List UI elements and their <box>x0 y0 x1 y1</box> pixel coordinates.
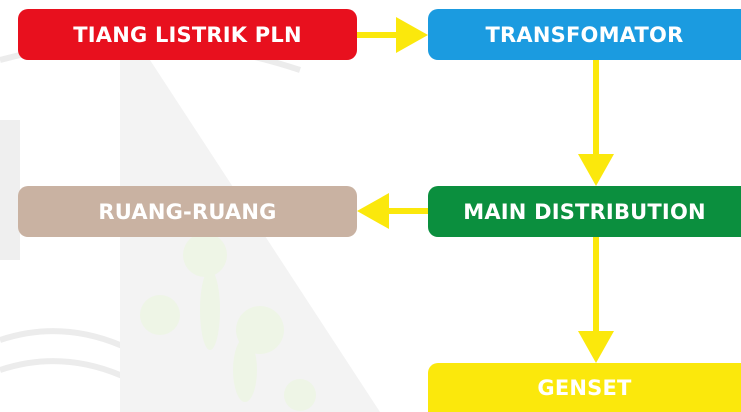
arrow-tiang-to-trafo <box>357 17 428 53</box>
arrow-head <box>578 331 614 363</box>
node-tiang-listrik-pln: TIANG LISTRIK PLN <box>18 9 357 60</box>
node-label: RUANG-RUANG <box>98 199 277 224</box>
arrow-head <box>578 154 614 186</box>
node-label: TIANG LISTRIK PLN <box>73 22 302 47</box>
node-label: GENSET <box>537 375 632 400</box>
arrow-head <box>357 193 389 229</box>
arrow-head <box>396 17 428 53</box>
node-main-distribution: MAIN DISTRIBUTION <box>428 186 741 237</box>
arrow-trafo-to-main <box>578 60 614 186</box>
node-label: MAIN DISTRIBUTION <box>463 199 706 224</box>
node-ruang-ruang: RUANG-RUANG <box>18 186 357 237</box>
node-label: TRANSFOMATOR <box>485 22 684 47</box>
node-genset: GENSET <box>428 363 741 412</box>
arrow-main-to-ruang <box>357 193 428 229</box>
node-transfomator: TRANSFOMATOR <box>428 9 741 60</box>
arrow-main-to-genset <box>578 237 614 363</box>
